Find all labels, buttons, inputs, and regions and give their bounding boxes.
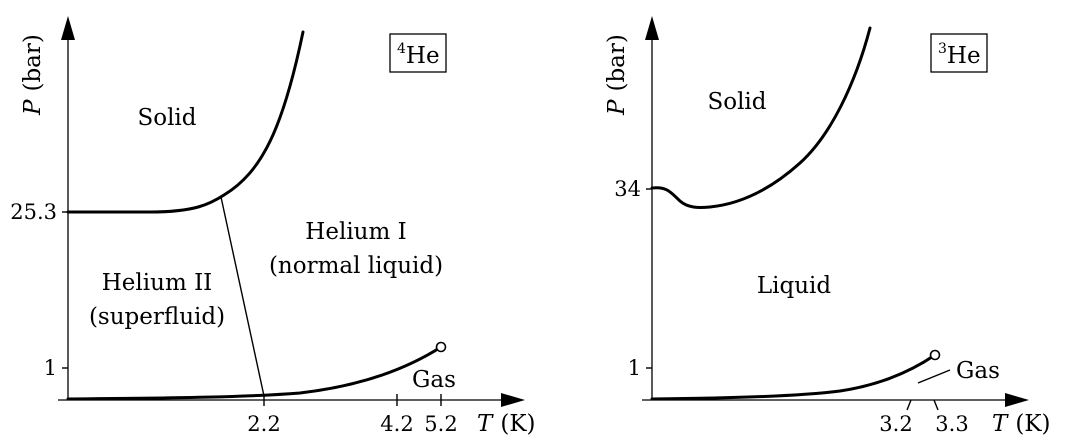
he3-badge: 3He — [938, 41, 981, 69]
he4-x-axis-label: T(K) — [477, 411, 535, 437]
he3-y-tick-1: 1 — [628, 356, 641, 380]
he3-melting-curve — [650, 26, 872, 209]
he3-critical-point — [929, 349, 941, 361]
he3-x-tick-3-2: 3.2 — [879, 412, 912, 436]
he3-y-axis-label: P(bar) — [604, 34, 630, 116]
he4-vapor-curve — [66, 345, 443, 401]
he4-melting-curve — [66, 30, 305, 214]
he3-y-tick-34: 34 — [614, 177, 641, 201]
he4-badge: 4He — [397, 41, 440, 69]
he3-region-gas: Gas — [956, 358, 1000, 384]
he3-x-axis-arrow — [1005, 393, 1029, 407]
he4-y-axis-arrow — [61, 16, 75, 40]
he3-badge-box — [930, 33, 988, 73]
he3-region-solid: Solid — [707, 89, 766, 115]
he4-y-tick-25-3: 25.3 — [10, 200, 57, 224]
he4-region-helium1-line2: (normal liquid) — [269, 253, 443, 279]
he4-lambda-line — [220, 196, 265, 397]
panel-he4: P(bar) 25.3 1 2.2 4.2 5.2 T(K) 4He Solid… — [10, 16, 535, 437]
he4-x-axis-arrow — [501, 393, 525, 407]
he4-x-tick-5-2: 5.2 — [424, 412, 457, 436]
he3-gas-pointer — [917, 369, 951, 384]
he4-region-solid: Solid — [137, 105, 196, 131]
he4-y-axis-label: P(bar) — [20, 34, 46, 116]
he4-region-helium1-line1: Helium I — [305, 219, 406, 245]
he3-x-tick-mark-3-2 — [906, 399, 912, 411]
he4-region-helium2-line1: Helium II — [102, 270, 213, 296]
he4-critical-point — [435, 341, 447, 353]
he3-x-axis-label: T(K) — [992, 411, 1050, 437]
he3-y-axis-arrow — [645, 16, 659, 40]
he3-region-liquid: Liquid — [757, 273, 832, 299]
he4-region-helium2-line2: (superfluid) — [89, 304, 225, 330]
he4-x-tick-4-2: 4.2 — [380, 412, 413, 436]
he4-x-tick-2-2: 2.2 — [247, 412, 280, 436]
he3-x-tick-3-3: 3.3 — [935, 412, 968, 436]
he4-y-tick-1: 1 — [44, 356, 57, 380]
he3-vapor-curve — [650, 353, 937, 401]
he4-region-gas: Gas — [412, 367, 456, 393]
he3-x-tick-mark-3-3 — [933, 399, 939, 411]
he4-badge-box — [389, 33, 447, 73]
panel-he3: P(bar) 34 1 3.2 3.3 T(K) 3He Solid Liqui… — [604, 16, 1050, 437]
